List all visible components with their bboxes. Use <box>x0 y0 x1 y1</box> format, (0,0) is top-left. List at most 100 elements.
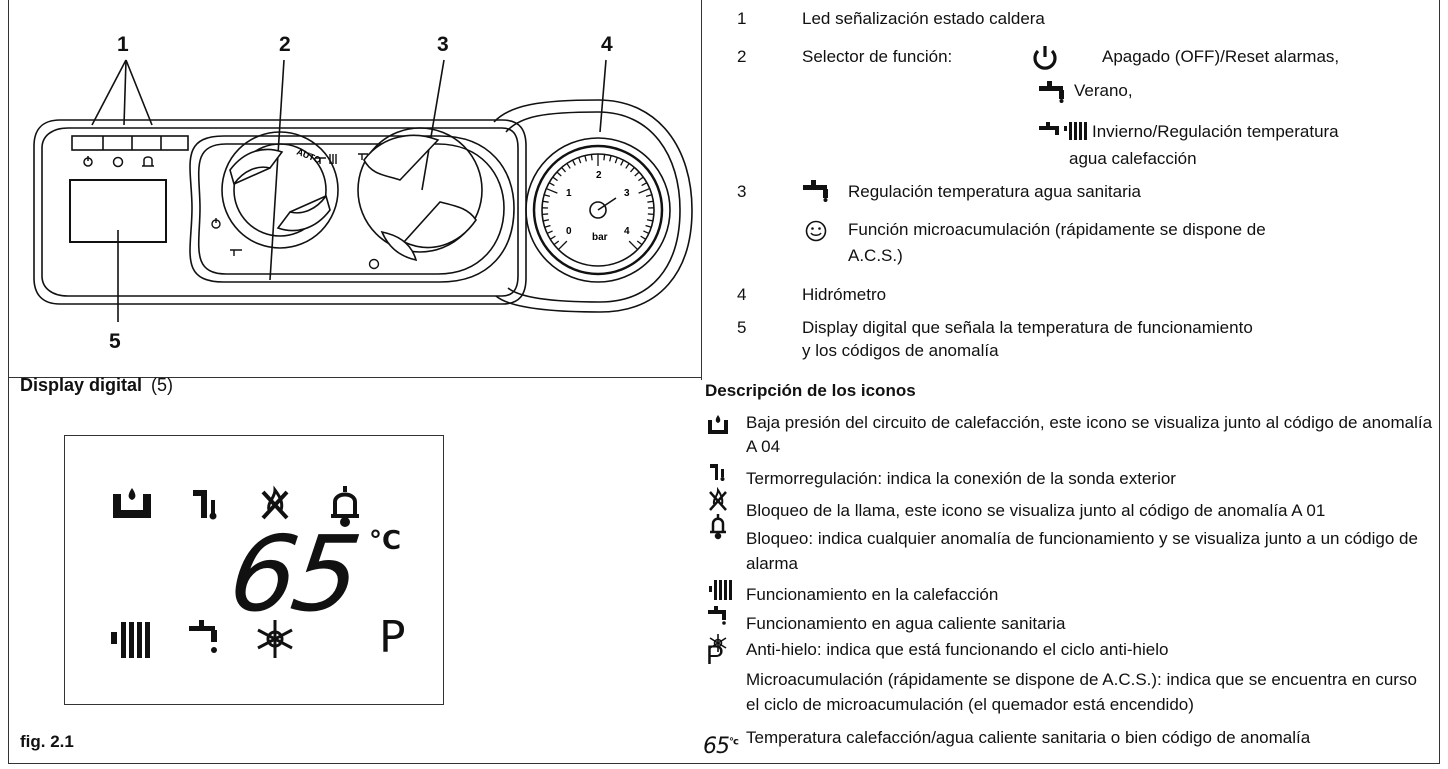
callout-2: 2 <box>279 33 291 56</box>
legend-text-5: Display digital que señala la temperatur… <box>802 318 1253 337</box>
gauge-tick-mark <box>646 219 654 222</box>
gauge-unit: bar <box>592 232 608 243</box>
legend-num-4: 4 <box>737 285 747 304</box>
gauge-tick-mark <box>566 163 571 169</box>
tap-icon <box>189 620 217 653</box>
icons-section-title: Descripción de los iconos <box>705 381 916 400</box>
external-probe-icon <box>710 464 725 481</box>
page-frame <box>8 0 1440 764</box>
gauge-tick-mark <box>620 159 625 166</box>
gauge-tick-mark <box>643 230 650 235</box>
gauge-tick-mark <box>636 240 643 246</box>
microacum-line2: A.C.S.) <box>848 246 903 265</box>
gauge-tick-mark <box>634 171 640 177</box>
gauge-tick-mark <box>549 235 556 240</box>
gauge-tick-mark <box>629 166 635 173</box>
gauge-tick-mark <box>557 240 568 251</box>
gauge-tick-mark <box>561 166 567 173</box>
gauge-tick-mark <box>641 182 648 187</box>
display-ref: (5) <box>151 375 174 395</box>
icon-desc-3-line2: alarma <box>746 554 798 573</box>
callout-4: 4 <box>601 33 613 56</box>
icon-desc-1: Termorregulación: indica la conexión de … <box>746 469 1176 488</box>
gauge-tick-mark <box>638 176 644 182</box>
legend-num-1: 1 <box>737 9 747 28</box>
gauge-tick-0: 0 <box>566 226 572 237</box>
gauge-tick-mark <box>546 230 553 235</box>
selector-off-label: Apagado (OFF)/Reset alarmas, <box>1102 47 1340 66</box>
digital-display-box: 65 °C P <box>64 435 444 705</box>
tap-icon-summer <box>1039 81 1064 103</box>
p-icon: P <box>706 640 725 670</box>
snowflake-icon <box>257 620 293 658</box>
legend-num-5: 5 <box>737 318 747 337</box>
gauge-tick-mark <box>542 219 550 222</box>
display-p-label: P <box>379 612 406 663</box>
icon-desc-0-line2: A 04 <box>746 437 781 456</box>
digits-unit: °c <box>729 736 739 748</box>
gauge-tick-1: 1 <box>566 188 572 199</box>
gauge-tick-mark <box>614 157 618 164</box>
alarm-bell-icon <box>710 514 726 540</box>
gauge-tick-mark <box>638 187 650 194</box>
gauge-tick-mark <box>628 240 639 251</box>
legend-num-2: 2 <box>737 47 747 66</box>
gauge-tick-2: 2 <box>596 170 602 181</box>
selector-winter-line1: Invierno/Regulación temperatura <box>1092 122 1339 141</box>
display-unit: °C <box>369 526 402 556</box>
gauge-tick-mark <box>645 194 653 198</box>
gauge-tick-mark <box>571 159 576 166</box>
digits-glyph: 65 <box>703 734 730 759</box>
icon-desc-2: Bloqueo de la llama, este icono se visua… <box>746 501 1326 520</box>
gauge-tick-mark <box>640 235 647 240</box>
callout-1: 1 <box>117 33 129 56</box>
display-section-heading: Display digital (5) <box>20 375 173 396</box>
legend-text-4: Hidrómetro <box>802 285 887 304</box>
gauge-tick-mark <box>546 187 558 194</box>
power-icon <box>1033 46 1057 70</box>
low-pressure-icon <box>113 488 151 518</box>
selector-summer-label: Verano, <box>1074 81 1133 100</box>
display-temperature: 65 <box>222 513 364 635</box>
icon-desc-3-line1: Bloqueo: indica cualquier anomalía de fu… <box>746 529 1418 548</box>
gauge-tick-mark <box>609 155 612 162</box>
legend-text-5-line2: y los códigos de anomalía <box>802 341 999 360</box>
low-pressure-icon <box>708 415 728 434</box>
icon-desc-6: Anti-hielo: indica que está funcionando … <box>746 640 1169 659</box>
microacum-line1: Función microacumulación (rápidamente se… <box>848 220 1266 239</box>
snowflake-icon <box>709 634 727 652</box>
flame-lock-icon <box>261 485 289 520</box>
legend-text-2: Selector de función: <box>802 47 953 66</box>
gauge-tick-mark <box>542 200 549 203</box>
tap-icon-dhw <box>803 180 828 202</box>
digital-display-icons <box>111 485 359 658</box>
gauge-tick-3: 3 <box>624 188 630 199</box>
legend-num-3: 3 <box>737 182 747 201</box>
gauge-tick-mark <box>590 154 593 161</box>
icon-desc-7-line2: el ciclo de microacumulación (el quemado… <box>746 695 1194 714</box>
icon-desc-8: Temperatura calefacción/agua caliente sa… <box>746 728 1311 747</box>
gauge-tick-mark <box>647 200 654 203</box>
flame-lock-icon <box>709 486 727 511</box>
tap-icon <box>708 606 726 625</box>
alarm-bell-icon <box>331 486 359 527</box>
icon-desc-0-line1: Baja presión del circuito de calefacción… <box>746 413 1433 432</box>
gauge-tick-mark <box>625 163 630 169</box>
horizontal-divider <box>8 377 702 378</box>
legend-text-3: Regulación temperatura agua sanitaria <box>848 182 1141 201</box>
legend-text-1: Led señalización estado caldera <box>802 9 1045 28</box>
gauge-tick-mark <box>544 224 551 228</box>
icon-desc-4: Funcionamiento en la calefacción <box>746 585 999 604</box>
gauge-tick-mark <box>645 224 652 228</box>
callout-5: 5 <box>109 330 121 353</box>
gauge-tick-mark <box>543 194 551 198</box>
radiator-icon <box>709 580 732 600</box>
gauge-tick-mark <box>556 171 562 177</box>
gauge-tick-4: 4 <box>624 226 630 237</box>
icon-desc-7-line1: Microacumulación (rápidamente se dispone… <box>746 670 1417 689</box>
icons-column <box>708 415 732 652</box>
figure-label: fig. 2.1 <box>20 732 74 751</box>
selector-winter-line2: agua calefacción <box>1069 149 1197 168</box>
callout-3: 3 <box>437 33 449 56</box>
gauge-tick-mark <box>578 157 582 164</box>
